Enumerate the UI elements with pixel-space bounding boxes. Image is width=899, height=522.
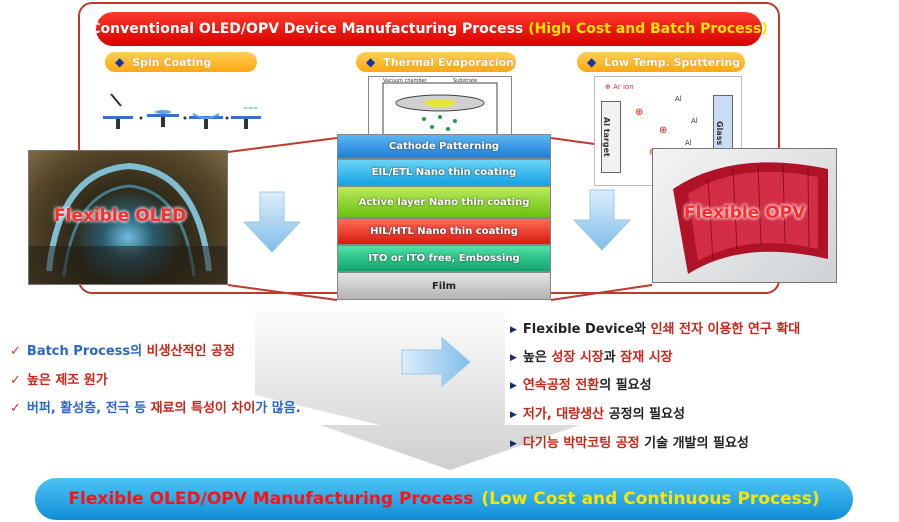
layer-eil-etl: EIL/ETL Nano thin coating bbox=[337, 159, 551, 186]
method-label: Low Temp. Sputtering bbox=[604, 55, 741, 69]
right-bullet-1: ▶Flexible Device와 인쇄 전자 이용한 연구 확대 bbox=[510, 322, 801, 337]
layer-ito: ITO or ITO free, Embossing bbox=[337, 245, 551, 272]
right-bullet-4: ▶저가, 대량생산 공정의 필요성 bbox=[510, 407, 685, 422]
ion-particle-icon: ⊕ bbox=[659, 125, 668, 136]
triangle-bullet-icon: ▶ bbox=[510, 438, 517, 449]
flexible-opv-photo bbox=[652, 148, 837, 283]
atom-label: Al bbox=[691, 117, 698, 125]
method-label: Spin Coating bbox=[132, 55, 212, 69]
ion-particle-icon: ⊕ bbox=[635, 107, 644, 118]
diamond-bullet-icon: ◆ bbox=[366, 55, 376, 69]
left-bullet-3: ✓버퍼, 활성층, 전극 등 재료의 특성이 차이가 많음. bbox=[10, 401, 301, 416]
layer-cathode-patterning: Cathode Patterning bbox=[337, 134, 551, 159]
down-arrow-left-icon bbox=[242, 191, 302, 253]
flexible-oled-photo bbox=[28, 150, 228, 285]
atom-label: Al bbox=[675, 95, 682, 103]
target-label: Al target bbox=[602, 117, 611, 157]
spin-coating-diagram: ≈≈≈ bbox=[103, 93, 261, 129]
layer-hil-htl: HIL/HTL Nano thin coating bbox=[337, 218, 551, 245]
method-pill-spin-coating: ◆ Spin Coating bbox=[105, 52, 257, 72]
flexible-oled-label: Flexible OLED bbox=[54, 206, 187, 226]
svg-text:≈≈≈: ≈≈≈ bbox=[243, 105, 258, 112]
check-icon: ✓ bbox=[10, 401, 21, 416]
layer-film: Film bbox=[337, 272, 551, 300]
right-bullet-5: ▶다기능 박막코팅 공정 기술 개발의 필요성 bbox=[510, 436, 749, 451]
footer-title: Flexible OLED/OPV Manufacturing Process bbox=[68, 489, 474, 509]
banner-highlight: (High Cost and Batch Process) bbox=[528, 21, 768, 37]
substrate-label: Substrate bbox=[453, 78, 478, 84]
down-arrow-right-icon bbox=[572, 189, 632, 251]
check-icon: ✓ bbox=[10, 344, 21, 359]
funnel-shape bbox=[255, 300, 580, 470]
chamber-label: Vacuum chamber bbox=[383, 78, 427, 84]
footer-highlight: (Low Cost and Continuous Process) bbox=[481, 489, 820, 509]
banner-title: Conventional OLED/OPV Device Manufacturi… bbox=[90, 21, 524, 37]
triangle-bullet-icon: ▶ bbox=[510, 409, 517, 420]
thermal-evaporation-diagram: Vacuum chamber Substrate bbox=[368, 76, 512, 144]
diamond-bullet-icon: ◆ bbox=[587, 55, 597, 69]
glass-label: Glass bbox=[715, 121, 724, 146]
right-bullet-2: ▶높은 성장 시장과 잠재 시장 bbox=[510, 350, 673, 365]
ion-label: ⊕ Ar ion bbox=[605, 83, 634, 91]
flexible-opv-label: Flexible OPV bbox=[684, 203, 806, 223]
layer-active: Active layer Nano thin coating bbox=[337, 186, 551, 218]
triangle-bullet-icon: ▶ bbox=[510, 324, 517, 335]
method-pill-thermal-evaporation: ◆ Thermal Evaporacion bbox=[356, 52, 516, 72]
continuous-process-banner: Flexible OLED/OPV Manufacturing Process … bbox=[35, 478, 853, 520]
triangle-bullet-icon: ▶ bbox=[510, 380, 517, 391]
atom-label: Al bbox=[685, 139, 692, 147]
triangle-bullet-icon: ▶ bbox=[510, 352, 517, 363]
conventional-process-banner: Conventional OLED/OPV Device Manufacturi… bbox=[90, 12, 768, 46]
left-bullet-1: ✓Batch Process의 비생산적인 공정 bbox=[10, 344, 235, 359]
right-arrow-icon bbox=[401, 336, 471, 388]
check-icon: ✓ bbox=[10, 373, 21, 388]
sputtering-diagram: Al target Glass ⊕ Ar ion ⊕ ⊕ ⊕ Al Al Al … bbox=[594, 76, 742, 186]
method-label: Thermal Evaporacion bbox=[383, 55, 515, 69]
right-bullet-3: ▶연속공정 전환의 필요성 bbox=[510, 378, 652, 393]
left-bullet-2: ✓높은 제조 원가 bbox=[10, 373, 108, 388]
diamond-bullet-icon: ◆ bbox=[115, 55, 125, 69]
method-pill-low-temp-sputtering: ◆ Low Temp. Sputtering bbox=[577, 52, 745, 72]
